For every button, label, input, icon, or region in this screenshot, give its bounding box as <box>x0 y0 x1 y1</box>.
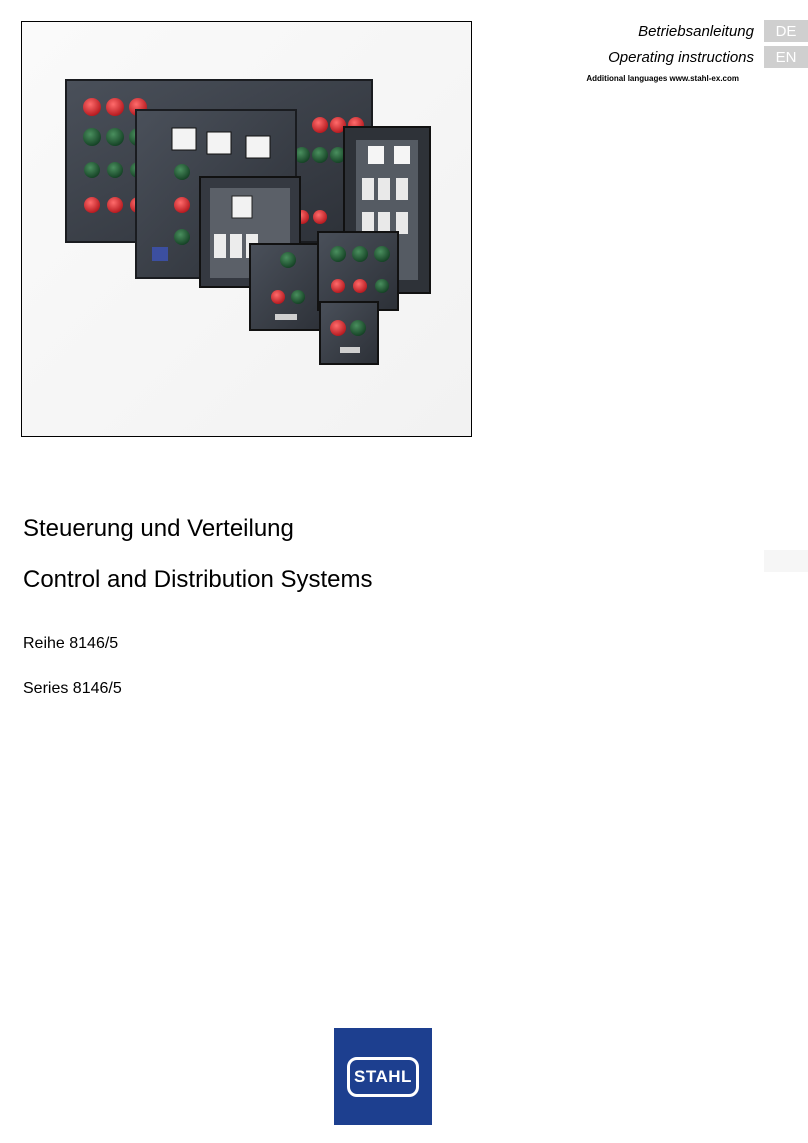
series-english: Series 8146/5 <box>23 680 122 697</box>
push-button-station-2 <box>317 231 399 311</box>
title-german: Steuerung und Verteilung <box>23 515 294 542</box>
control-stations-illustration <box>65 79 431 365</box>
logo-text: STAHL <box>354 1066 412 1086</box>
push-button-station-3 <box>319 301 379 365</box>
series-german: Reihe 8146/5 <box>23 635 119 652</box>
logo-frame: STAHL <box>347 1056 419 1097</box>
title-english: Control and Distribution Systems <box>23 566 373 593</box>
stahl-logo: STAHL <box>334 1028 432 1125</box>
additional-languages: Additional languages www.stahl-ex.com <box>586 74 739 83</box>
language-badge: EN <box>764 46 808 68</box>
language-label: Operating instructions <box>608 48 754 66</box>
language-label: Betriebsanleitung <box>638 22 754 40</box>
language-row-en: Operating instructions EN <box>608 46 808 68</box>
product-photo <box>21 21 472 437</box>
push-button-station-1 <box>249 243 329 331</box>
language-row-de: Betriebsanleitung DE <box>638 20 808 42</box>
side-tab <box>764 550 808 572</box>
language-badge: DE <box>764 20 808 42</box>
